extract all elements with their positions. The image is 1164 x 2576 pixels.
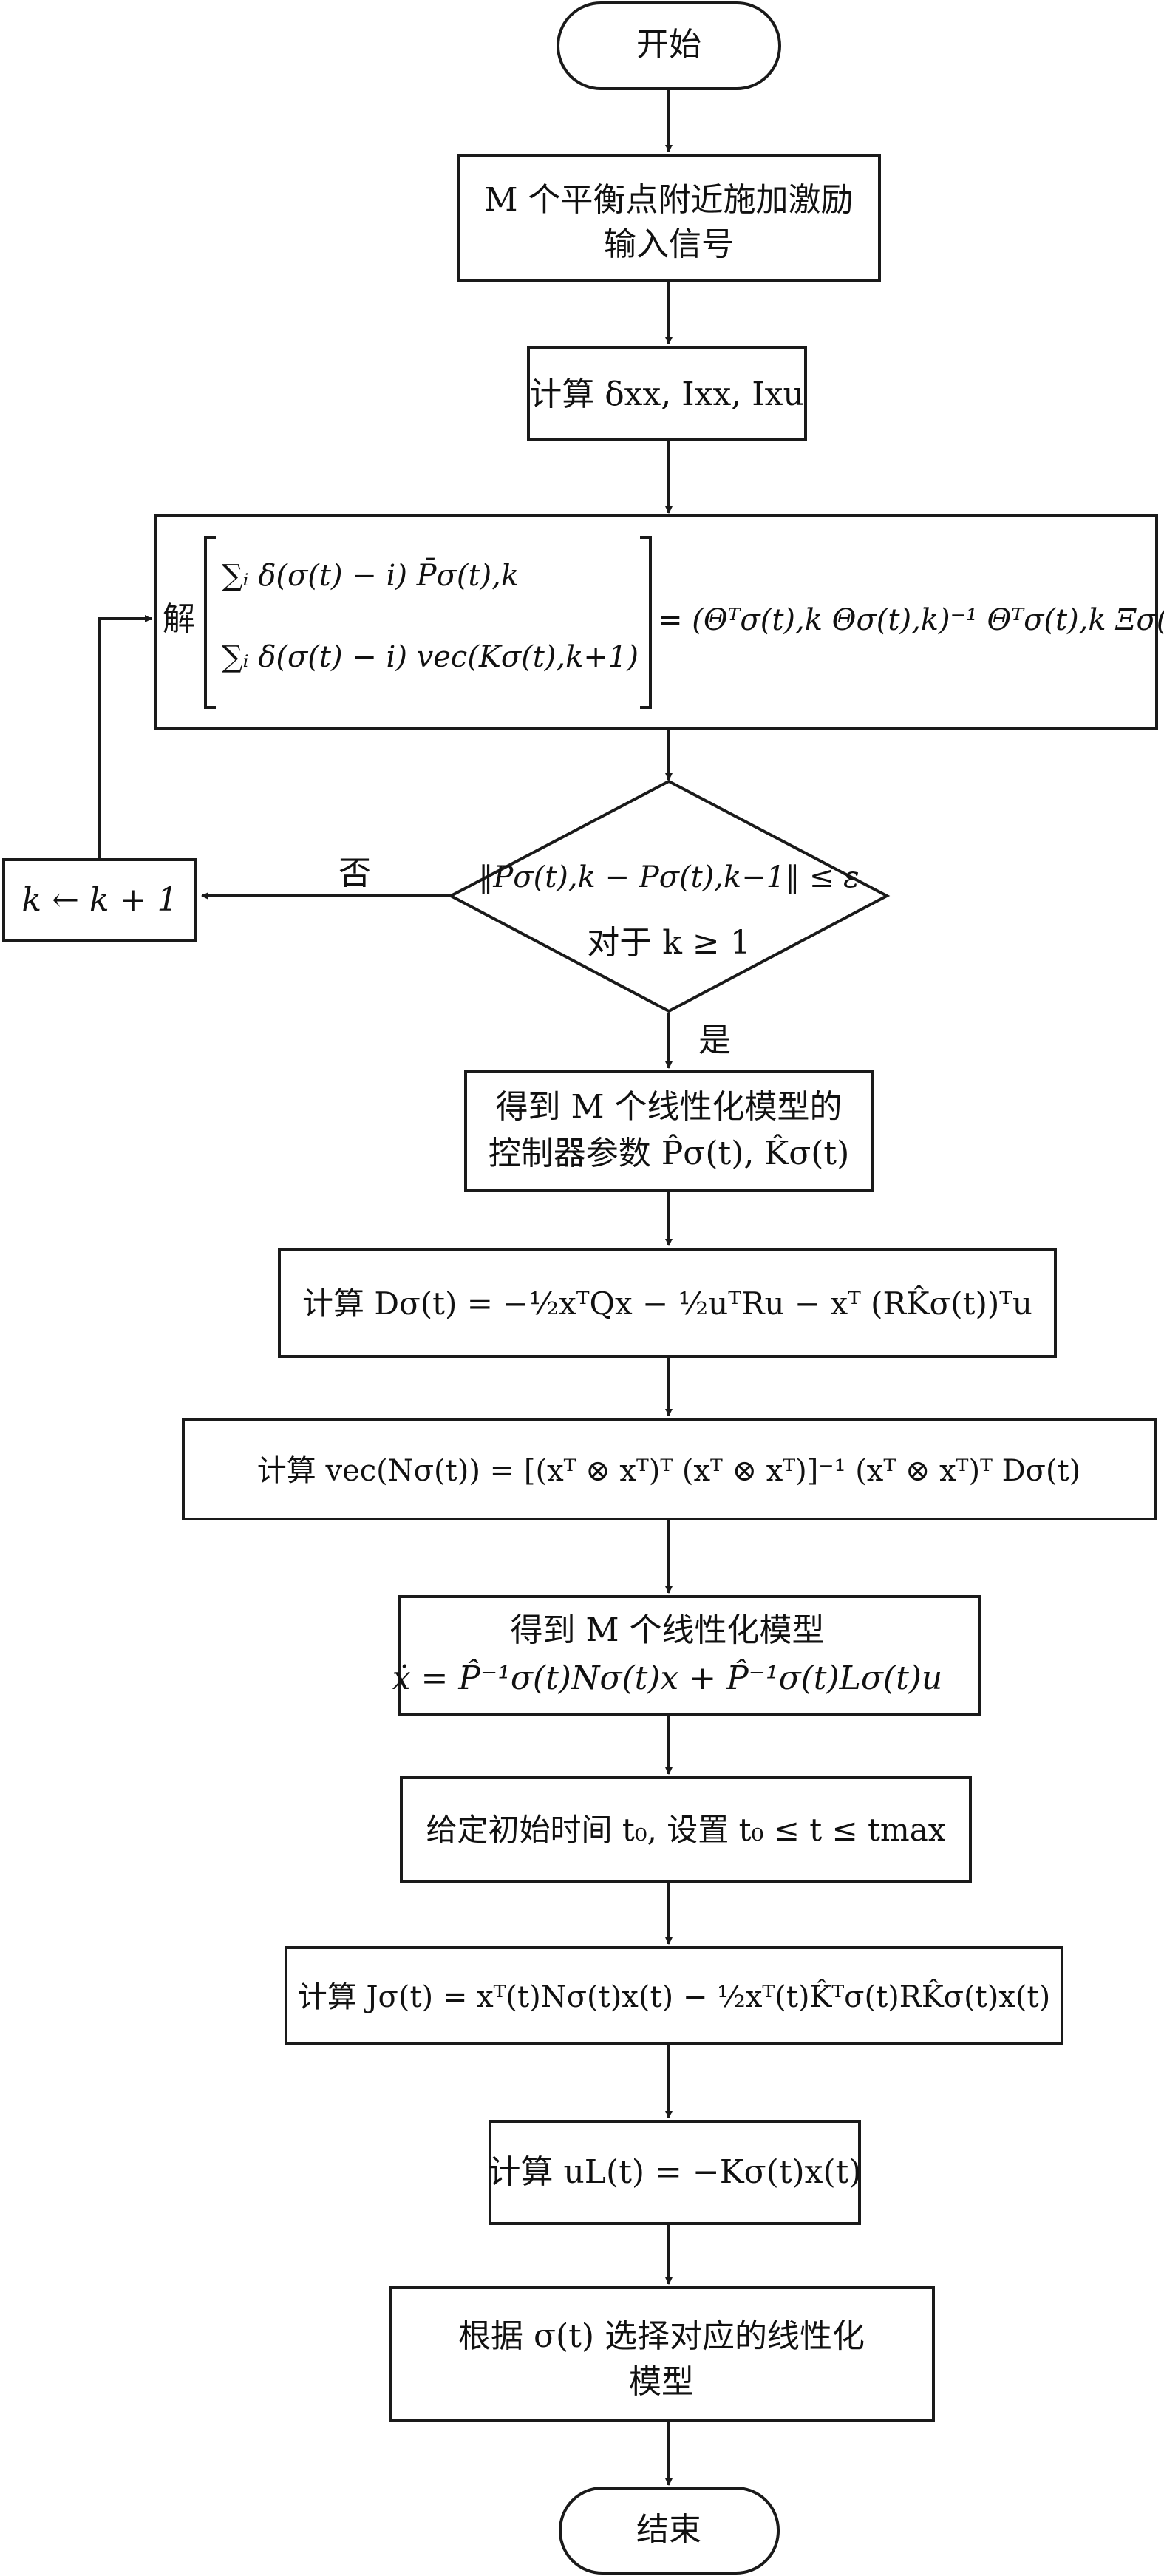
start-label: 开始 — [636, 26, 701, 64]
select-line-1: 根据 σ(t) 选择对应的线性化 — [458, 2317, 865, 2355]
update-k-label: k ← k + 1 — [22, 881, 178, 919]
model-line-1: 得到 M 个线性化模型 — [510, 1611, 824, 1649]
solve-row-2: ∑ᵢ δ(σ(t) − i) vec(Kσ(t),k+1) — [222, 640, 639, 674]
compute-j-label: 计算 Jσ(t) = xᵀ(t)Nσ(t)x(t) − ½xᵀ(t)K̂ᵀσ(t… — [298, 1980, 1050, 2014]
select-line-2: 模型 — [629, 2363, 694, 2401]
obtain-params-box: 得到 M 个线性化模型的 控制器参数 P̂σ(t), K̂σ(t) — [464, 1070, 874, 1192]
obtain-line-1: 得到 M 个线性化模型的 — [495, 1088, 842, 1126]
excite-box: M 个平衡点附近施加激励 输入信号 — [457, 154, 881, 282]
end-label: 结束 — [636, 2511, 701, 2549]
compute-u-label: 计算 uL(t) = −Kσ(t)x(t) — [488, 2153, 861, 2191]
decision-scope: 对于 k ≥ 1 — [587, 924, 750, 962]
solve-rhs: = (Θᵀσ(t),k Θσ(t),k)⁻¹ Θᵀσ(t),k Ξσ(t),k — [658, 603, 1164, 637]
time-box: 给定初始时间 t₀, 设置 t₀ ≤ t ≤ tmax — [400, 1776, 972, 1883]
solve-label: 解 — [163, 600, 195, 638]
end-node: 结束 — [559, 2487, 780, 2575]
compute-i-label: 计算 δxx, Ixx, Ixu — [529, 375, 804, 413]
compute-d-box: 计算 Dσ(t) = −½xᵀQx − ½uᵀRu − xᵀ (RK̂σ(t))… — [278, 1248, 1057, 1358]
select-model-box: 根据 σ(t) 选择对应的线性化 模型 — [389, 2286, 935, 2422]
update-k-box: k ← k + 1 — [2, 858, 197, 942]
branch-no-label: 否 — [338, 854, 371, 892]
decision-condition: ‖Pσ(t),k − Pσ(t),k−1‖ ≤ ε — [478, 860, 859, 894]
obtain-line-2: 控制器参数 P̂σ(t), K̂σ(t) — [489, 1133, 850, 1172]
excite-line-1: M 个平衡点附近施加激励 — [484, 181, 853, 219]
compute-d-label: 计算 Dσ(t) = −½xᵀQx − ½uᵀRu − xᵀ (RK̂σ(t))… — [302, 1284, 1032, 1322]
linear-model-box: 得到 M 个线性化模型 ẋ = P̂⁻¹σ(t)Nσ(t)x + P̂⁻¹σ(t… — [392, 1595, 981, 1716]
branch-yes-label: 是 — [698, 1022, 731, 1059]
compute-j-box: 计算 Jσ(t) = xᵀ(t)Nσ(t)x(t) − ½xᵀ(t)K̂ᵀσ(t… — [285, 1946, 1063, 2045]
compute-n-box: 计算 vec(Nσ(t)) = [(xᵀ ⊗ xᵀ)ᵀ (xᵀ ⊗ xᵀ)]⁻¹… — [182, 1418, 1157, 1520]
solve-bracket-right — [640, 536, 652, 709]
compute-i-box: 计算 δxx, Ixx, Ixu — [527, 346, 807, 441]
solve-box: 解 ∑ᵢ δ(σ(t) − i) P̄σ(t),k ∑ᵢ δ(σ(t) − i)… — [154, 514, 1164, 730]
model-line-2: ẋ = P̂⁻¹σ(t)Nσ(t)x + P̂⁻¹σ(t)Lσ(t)u — [392, 1658, 943, 1697]
excite-line-2: 输入信号 — [604, 225, 734, 263]
edges — [98, 89, 673, 2486]
solve-row-1: ∑ᵢ δ(σ(t) − i) P̄σ(t),k — [222, 558, 519, 593]
start-node: 开始 — [557, 1, 781, 90]
compute-n-label: 计算 vec(Nσ(t)) = [(xᵀ ⊗ xᵀ)ᵀ (xᵀ ⊗ xᵀ)]⁻¹… — [257, 1454, 1081, 1488]
decision-diamond: ‖Pσ(t),k − Pσ(t),k−1‖ ≤ ε 对于 k ≥ 1 — [447, 779, 891, 1013]
edge-update-loopback — [98, 615, 152, 860]
solve-bracket-left — [204, 536, 216, 709]
time-label: 给定初始时间 t₀, 设置 t₀ ≤ t ≤ tmax — [426, 1812, 946, 1848]
compute-u-box: 计算 uL(t) = −Kσ(t)x(t) — [488, 2120, 862, 2225]
